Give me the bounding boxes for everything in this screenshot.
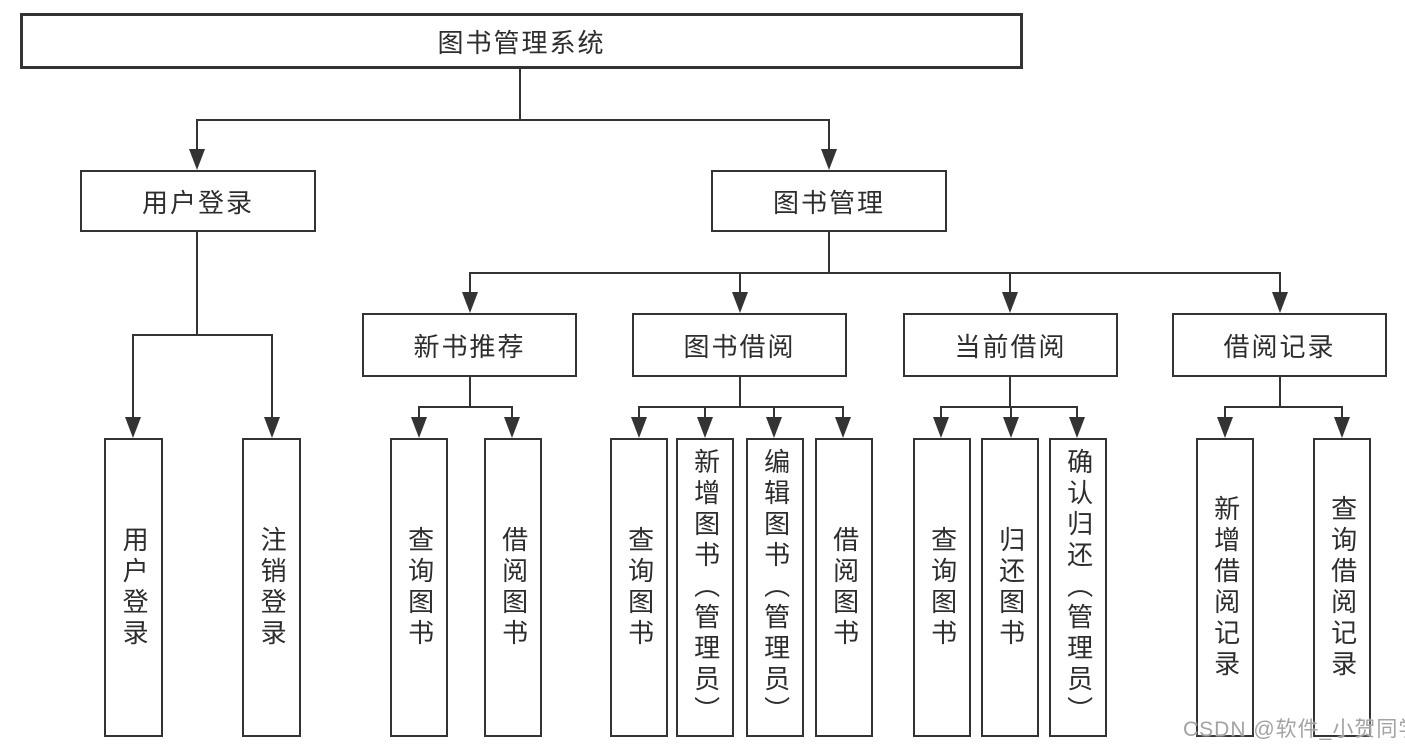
node-label: 归还图书	[995, 525, 1026, 650]
node-new-book-recommendation: 新书推荐	[362, 313, 577, 377]
leaf-query-borrow-record: 查询借阅记录	[1313, 438, 1371, 737]
watermark: CSDN @软件_小贺同学	[1183, 718, 1405, 741]
leaf-borrow-books-borrowing: 借阅图书	[815, 438, 873, 737]
node-label: 查询图书	[404, 525, 435, 650]
leaf-user-login: 用户登录	[104, 438, 163, 737]
leaf-logout: 注销登录	[242, 438, 301, 737]
leaf-confirm-return-admin: 确认归还（管理员）	[1049, 438, 1107, 737]
connector-book-borrowing	[631, 377, 851, 438]
node-label: 查询图书	[624, 525, 655, 650]
connector-root	[189, 69, 837, 170]
node-book-borrowing: 图书借阅	[632, 313, 847, 377]
node-current-borrowing: 当前借阅	[903, 313, 1118, 377]
node-label: 借阅图书	[829, 525, 860, 650]
connector-new-book-recommendation	[411, 377, 520, 438]
node-borrowing-records: 借阅记录	[1172, 313, 1387, 377]
node-label: 查询借阅记录	[1327, 494, 1358, 681]
connector-user-login	[125, 232, 280, 438]
node-label: 确认归还（管理员）	[1063, 448, 1094, 727]
leaf-query-books-recommend: 查询图书	[390, 438, 448, 737]
node-label: 查询图书	[927, 525, 958, 650]
node-user-login: 用户登录	[80, 170, 316, 232]
node-label: 编辑图书（管理员）	[760, 448, 791, 727]
leaf-edit-books-admin: 编辑图书（管理员）	[746, 438, 804, 737]
leaf-query-books-borrowing: 查询图书	[610, 438, 668, 737]
node-label: 借阅图书	[498, 525, 529, 650]
connector-current-borrowing	[933, 377, 1085, 438]
node-library-system: 图书管理系统	[20, 13, 1023, 69]
node-book-management: 图书管理	[711, 170, 947, 232]
leaf-query-books-current: 查询图书	[913, 438, 971, 737]
leaf-add-borrow-record: 新增借阅记录	[1196, 438, 1254, 737]
connector-borrowing-records	[1217, 377, 1350, 438]
connector-book-management	[462, 232, 1288, 313]
node-label: 注销登录	[257, 525, 288, 650]
node-label: 新增借阅记录	[1210, 494, 1241, 681]
node-label: 新增图书（管理员）	[690, 448, 721, 727]
node-label: 用户登录	[119, 525, 150, 650]
leaf-borrow-books-recommend: 借阅图书	[484, 438, 542, 737]
leaf-add-books-admin: 新增图书（管理员）	[676, 438, 734, 737]
leaf-return-books: 归还图书	[981, 438, 1039, 737]
